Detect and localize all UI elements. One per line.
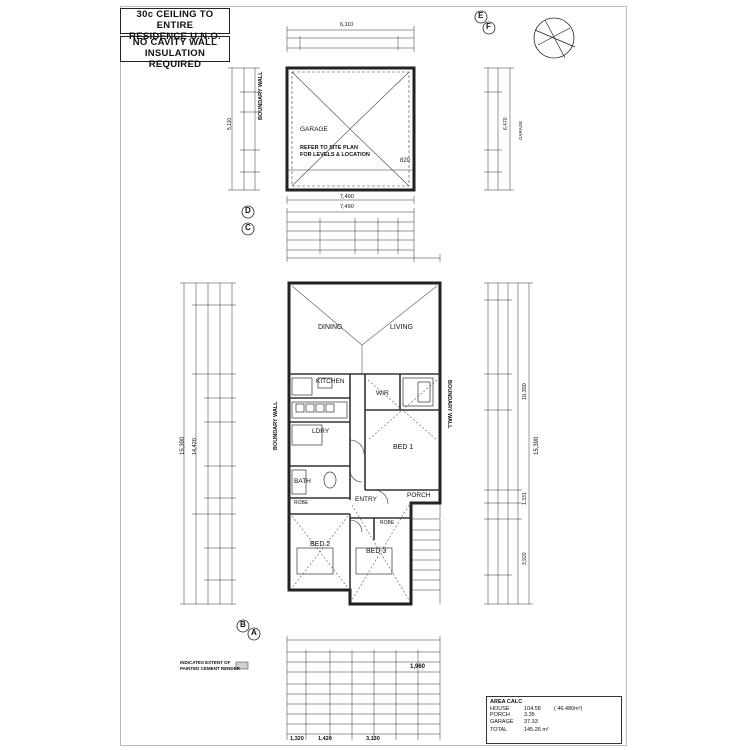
area-row-total: TOTAL 145.26 m²: [487, 727, 621, 734]
area-total-value: 145.26 m²: [524, 727, 549, 734]
render-legend-line-1: INDICATES EXTENT OF: [180, 660, 231, 665]
area-house-label: HOUSE: [490, 705, 510, 712]
north-arrow-icon: [533, 17, 576, 59]
dim-bottom-c: 3,130: [366, 736, 380, 742]
room-garage: GARAGE: [300, 126, 328, 133]
dim-garage-width: 7,490: [340, 194, 354, 200]
room-bath: BATH: [294, 478, 311, 485]
room-entry: ENTRY: [355, 496, 377, 503]
elevation-marker-e: E: [478, 11, 484, 20]
area-garage-label: GARAGE: [490, 718, 514, 725]
dim-garage-depth: 5,110: [227, 117, 233, 130]
area-row-house: HOUSE 104.58 ( 46.480m²): [487, 706, 621, 713]
area-row-garage: GARAGE 37.33: [487, 719, 621, 726]
render-legend-line-2: PAINTED CEMENT RENDER: [180, 666, 240, 671]
dim-garage-width-right: 6,470: [503, 117, 509, 130]
dim-bottom-b: 1,420: [318, 736, 332, 742]
garage-refer-note-1: REFER TO SITE PLAN: [300, 145, 358, 151]
robe-right: ROBE: [380, 520, 395, 526]
insulation-note-line-1: NO CAVITY WALL: [132, 37, 218, 48]
room-bed3: BED 3: [366, 548, 387, 555]
dim-garage-top: 6,110: [340, 22, 354, 28]
ceiling-note-line-1: 30c CEILING TO ENTIRE: [136, 9, 214, 31]
room-bed2: BED 2: [310, 541, 331, 548]
area-house-extra: ( 46.480m²): [554, 705, 583, 712]
area-porch-label: PORCH: [490, 712, 510, 719]
area-calc-title: AREA CALC: [490, 699, 523, 705]
dim-bottom-total: 1,960: [410, 664, 426, 670]
insulation-note-line-2: INSULATION REQUIRED: [144, 48, 206, 70]
garage-side-label: GARAGE: [518, 120, 523, 140]
elevation-marker-f: F: [486, 22, 491, 31]
area-garage-value: 37.33: [524, 718, 538, 725]
room-porch: PORCH: [407, 492, 431, 499]
boundary-wall-left: BOUNDARY WALL: [258, 71, 264, 120]
robe-left: ROBE: [294, 500, 309, 506]
room-dining: DINING: [318, 324, 343, 331]
drawing-sheet-border: [120, 6, 627, 746]
dim-house-total-right: 15,390: [534, 436, 540, 455]
dim-house-inner-left: 14,420: [192, 438, 198, 455]
area-calc-table: AREA CALC HOUSE 104.58 ( 46.480m²) PORCH…: [486, 696, 622, 744]
room-ldry: LDRY: [312, 428, 330, 435]
garage-refer-note-2: FOR LEVELS & LOCATION: [300, 152, 370, 158]
boundary-wall-left-house: BOUNDARY WALL: [273, 401, 279, 450]
dim-house-depth-right: 10,350: [522, 383, 528, 400]
dim-bottom-a: 1,320: [290, 736, 304, 742]
elevation-marker-d: D: [245, 206, 251, 215]
room-kitchen: KITCHEN: [316, 378, 345, 385]
insulation-note: NO CAVITY WALL INSULATION REQUIRED: [120, 36, 230, 70]
area-house-value: 104.58: [524, 705, 541, 712]
dim-house-total-left: 15,390: [180, 436, 186, 455]
elevation-marker-a: A: [251, 628, 257, 637]
room-wir: WIR: [376, 390, 389, 397]
dim-porch-side: 1,331: [522, 492, 528, 505]
dim-upper-width: 7,490: [340, 204, 354, 210]
garage-rl: 820: [400, 158, 411, 164]
room-living: LIVING: [390, 324, 413, 331]
boundary-wall-right: BOUNDARY WALL: [446, 380, 452, 429]
garage-outline: [285, 66, 416, 192]
area-porch-value: 3.35: [524, 712, 535, 719]
room-bed1: BED 1: [393, 444, 414, 451]
dim-porch-depth: 3,920: [522, 552, 528, 565]
elevation-marker-b: B: [240, 620, 246, 629]
area-row-porch: PORCH 3.35: [487, 712, 621, 719]
elevation-marker-c: C: [245, 223, 251, 232]
area-total-label: TOTAL: [490, 727, 508, 734]
